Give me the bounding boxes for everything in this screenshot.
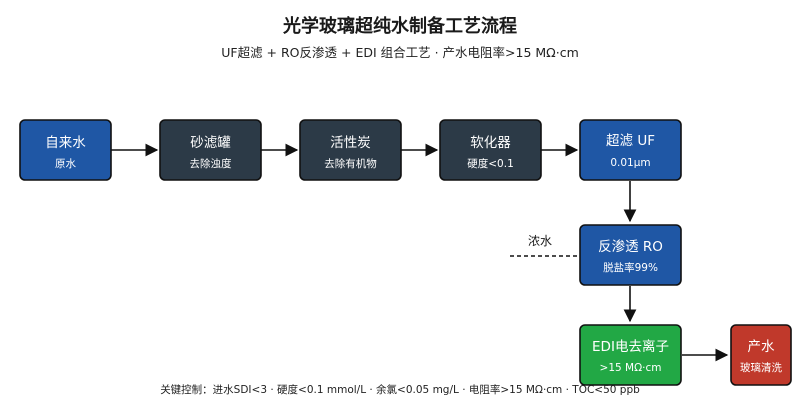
node-sand-filter: 砂滤罐 去除浊度 — [159, 119, 262, 181]
key-controls-footer: 关键控制：进水SDI<3 · 硬度<0.1 mmol/L · 余氯<0.05 m… — [160, 384, 640, 396]
node-activated-carbon: 活性炭 去除有机物 — [299, 119, 402, 181]
diagram-subtitle: UF超滤 + RO反渗透 + EDI 组合工艺 · 产水电阻率>15 MΩ·cm — [221, 45, 579, 60]
node-edi-title: EDI电去离子 — [592, 338, 669, 355]
node-product-sub: 玻璃清洗 — [740, 361, 782, 374]
node-source: 自来水 原水 — [19, 119, 112, 181]
node-ro: 反渗透 RO 脱盐率99% — [579, 224, 682, 286]
concentrate-label: 浓水 — [528, 234, 552, 248]
node-product-box — [730, 324, 792, 386]
node-product: 产水 玻璃清洗 — [730, 324, 792, 386]
diagram-title: 光学玻璃超纯水制备工艺流程 — [283, 16, 517, 37]
node-softener-title: 软化器 — [470, 135, 511, 151]
node-activated-carbon-title: 活性炭 — [330, 135, 371, 151]
node-uf: 超滤 UF 0.01μm — [579, 119, 682, 181]
node-softener: 软化器 硬度<0.1 — [439, 119, 542, 181]
node-ro-sub: 脱盐率99% — [603, 261, 658, 274]
node-source-sub: 原水 — [55, 158, 76, 170]
node-activated-carbon-box — [299, 119, 402, 181]
node-edi-sub: >15 MΩ·cm — [600, 362, 662, 374]
node-product-title: 产水 — [748, 339, 776, 355]
node-activated-carbon-sub: 去除有机物 — [324, 157, 377, 170]
node-edi-box — [579, 324, 682, 386]
node-sand-filter-box — [159, 119, 262, 181]
node-softener-sub: 硬度<0.1 — [467, 157, 514, 170]
node-ro-box — [579, 224, 682, 286]
node-sand-filter-sub: 去除浊度 — [190, 157, 232, 170]
node-uf-box — [579, 119, 682, 181]
node-source-title: 自来水 — [45, 135, 86, 151]
node-softener-box — [439, 119, 542, 181]
node-sand-filter-title: 砂滤罐 — [190, 135, 231, 151]
node-edi: EDI电去离子 >15 MΩ·cm — [579, 324, 682, 386]
node-uf-title: 超滤 UF — [606, 133, 655, 149]
node-source-box — [19, 119, 112, 181]
node-uf-sub: 0.01μm — [610, 157, 650, 169]
node-ro-title: 反渗透 RO — [598, 239, 663, 255]
